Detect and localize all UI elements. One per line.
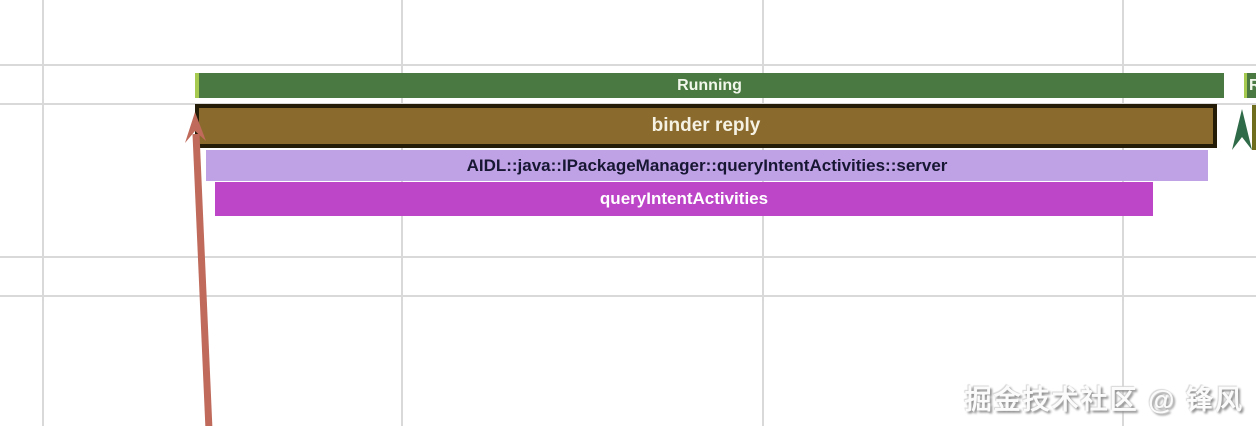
slice-query-intent-activities[interactable]: queryIntentActivities [215,182,1153,216]
slice-running[interactable]: Running [195,73,1224,98]
gridline-horizontal [0,295,1256,297]
gridline-horizontal [0,256,1256,258]
slice-partial-olive [1252,105,1256,150]
gridline-vertical [42,0,44,426]
watermark-text: 掘金技术社区 @ 锋风 [964,385,1244,415]
slice-binder-reply-label: binder reply [651,115,761,136]
slice-running-partial[interactable]: R [1244,73,1256,98]
slice-running-label: Running [677,76,742,94]
slice-query-intent-activities-label: queryIntentActivities [599,189,769,208]
slice-running-start-cap [195,73,199,98]
slice-aidl-server[interactable]: AIDL::java::IPackageManager::queryIntent… [206,150,1208,181]
gridline-horizontal [0,64,1256,66]
slice-running-partial-label: R [1249,76,1256,94]
slice-running-partial-start-cap [1244,73,1247,98]
slice-aidl-server-label: AIDL::java::IPackageManager::queryIntent… [466,155,948,175]
slice-binder-reply-selected[interactable]: binder reply [195,104,1217,148]
flow-marker-icon [1232,109,1252,150]
